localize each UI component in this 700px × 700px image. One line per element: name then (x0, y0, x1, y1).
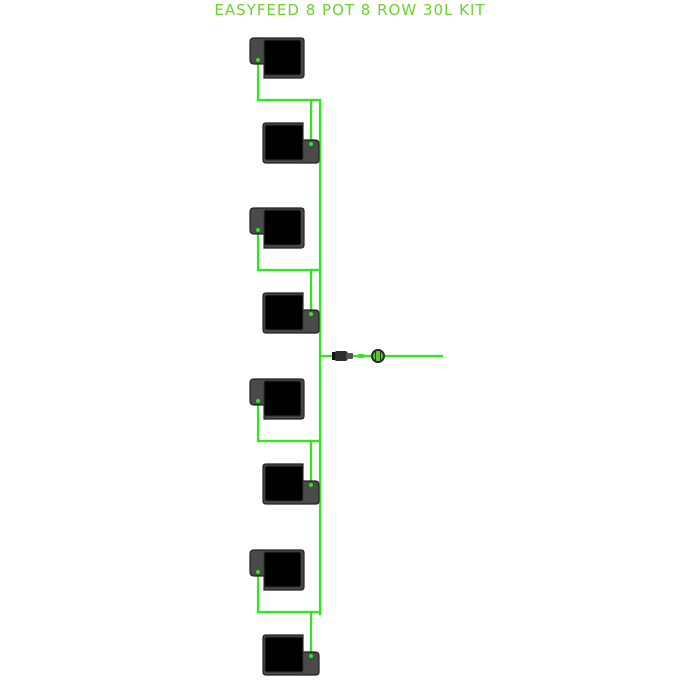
diagram-title: EASYFEED 8 POT 8 ROW 30L KIT (214, 1, 486, 19)
pot-top (263, 380, 302, 417)
pot-top (264, 636, 304, 673)
drip-point (256, 228, 260, 232)
pot-top (263, 39, 302, 76)
tubing (256, 58, 444, 658)
pot-8 (262, 634, 320, 676)
pot-top (263, 551, 302, 588)
pot-3 (249, 207, 305, 249)
pot-7 (249, 549, 305, 591)
drip-point (309, 483, 313, 487)
pot-2 (262, 122, 320, 164)
pot-6 (262, 463, 320, 505)
pot-top (264, 294, 304, 331)
pot-5 (249, 378, 305, 420)
drip-point (309, 312, 313, 316)
pot-top (263, 209, 302, 246)
drip-point (256, 58, 260, 62)
pot-4 (262, 292, 320, 334)
tap-connector-icon (358, 349, 385, 363)
drip-point (256, 570, 260, 574)
shut-off-valve-icon (332, 351, 353, 361)
pot-group (249, 37, 320, 676)
pot-1 (249, 37, 305, 79)
pot-top (264, 124, 304, 161)
drip-point (309, 654, 313, 658)
drip-point (309, 142, 313, 146)
pot-top (264, 465, 304, 502)
drip-point (256, 399, 260, 403)
